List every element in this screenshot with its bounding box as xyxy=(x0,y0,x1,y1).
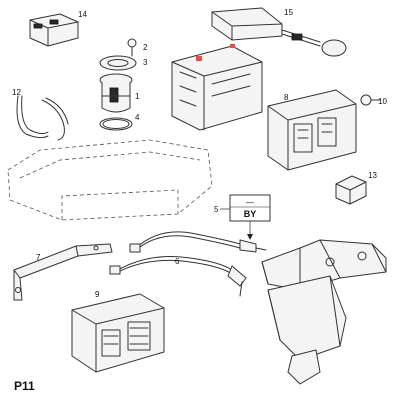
callout-7: 7 xyxy=(36,253,41,262)
part-bolt-10 xyxy=(360,94,381,106)
connector-box-5: — BY xyxy=(229,194,271,240)
part-ecu-9 xyxy=(71,293,165,373)
callout-14: 14 xyxy=(78,10,87,19)
connector-dash-label: — xyxy=(246,198,254,207)
callout-8: 8 xyxy=(284,93,289,102)
callout-1: 1 xyxy=(135,92,140,101)
exhaust-manifold xyxy=(261,239,387,385)
part-switch-15 xyxy=(211,7,347,57)
callout-5: 5 xyxy=(214,205,219,214)
marker-icon xyxy=(230,44,235,48)
connector-code-label: BY xyxy=(244,209,257,219)
part-ecu-8 xyxy=(267,89,357,171)
part-strap-12 xyxy=(16,95,69,141)
part-fuel-pump-1 xyxy=(99,73,133,113)
marker-icon xyxy=(196,56,202,61)
callout-13: 13 xyxy=(368,171,377,180)
callout-6: 6 xyxy=(175,257,180,266)
callout-9: 9 xyxy=(95,290,100,299)
callout-4: 4 xyxy=(135,113,140,122)
fuel-tank xyxy=(7,139,213,221)
callout-2: 2 xyxy=(143,43,148,52)
part-relay-13 xyxy=(335,175,367,205)
part-ecu-11 xyxy=(171,44,263,131)
part-oring-4 xyxy=(99,117,133,131)
callout-15: 15 xyxy=(284,8,293,17)
part-relay-14 xyxy=(29,13,79,47)
callout-3: 3 xyxy=(143,58,148,67)
callout-10: 10 xyxy=(378,97,387,106)
part-ring-3 xyxy=(99,55,137,71)
part-o2-sensors-6 xyxy=(109,231,267,297)
callout-12: 12 xyxy=(12,88,21,97)
part-bracket-7 xyxy=(13,243,113,301)
figure-id: P11 xyxy=(14,379,35,393)
part-screw-2 xyxy=(127,38,137,57)
